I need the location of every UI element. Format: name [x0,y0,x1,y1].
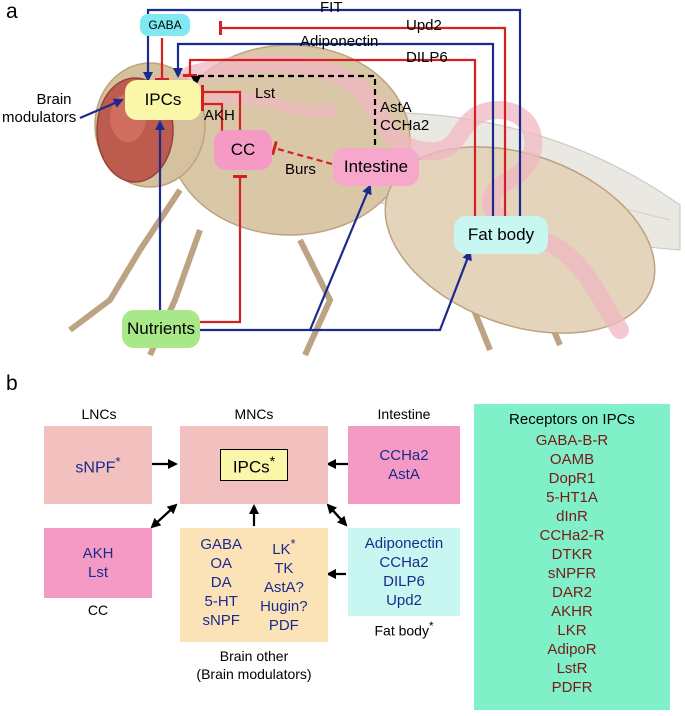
receptor-item: CCHa2-R [539,527,605,544]
fat-body-item: Adiponectin [364,535,444,552]
brain-item: GABA [200,536,243,553]
fat-body-title-wrap: Fat body* [348,620,460,639]
receptors-box: Receptors on IPCs GABA-B-R OAMB DopR1 5-… [474,404,670,710]
receptor-item: LKR [557,622,587,639]
cc-title: CC [87,602,109,618]
brain-item: PDF [268,617,299,634]
mncs-content: IPCs [232,457,270,477]
fat-body-node: Fat body [454,216,548,254]
brain-item: OA [210,555,233,572]
brain-item: TK [274,560,294,577]
lncs-star: * [115,454,121,470]
cc-node: CC [214,130,272,170]
lncs-content: sNPF [75,459,116,477]
burs-label: Burs [285,161,316,178]
panel-b-label: b [6,372,18,395]
brain-item: DA [210,574,232,591]
ccha2-label: CCHa2 [380,117,430,134]
dilp6-label: DILP6 [406,49,448,66]
brain-item: LK [272,541,291,558]
asta-label: AstA [380,99,412,116]
fat-body-item: CCHa2 [379,554,429,571]
intestine-title: Intestine [377,406,431,422]
brain-item: sNPF [202,612,240,629]
mncs-title: MNCs [234,406,274,422]
lncs-box: sNPF* [44,426,152,504]
cc-box: AKH Lst [44,528,152,598]
intestine-box: CCHa2 AstA [348,426,460,504]
gaba-node: GABA [140,14,190,36]
mncs-star: * [269,454,276,471]
receptor-item: DTKR [551,546,593,563]
brain-item: 5-HT [204,593,238,610]
akh-label: AKH [204,107,235,124]
fat-body-star: * [428,620,434,633]
adiponectin-label: Adiponectin [300,33,379,50]
brain-other-subtitle: (Brain modulators) [196,666,312,682]
fat-body-item: Upd2 [386,592,422,609]
cc-item: Lst [87,564,108,581]
panel-a-label: a [6,0,18,23]
receptor-item: dInR [556,508,588,525]
brain-item-star: * [290,537,296,551]
intestine-item: CCHa2 [379,447,429,464]
receptor-item: OAMB [549,451,595,468]
receptor-item: AdipoR [547,641,597,658]
nutrients-node: Nutrients [122,310,200,348]
cc-item: AKH [82,545,114,562]
receptor-item: sNPFR [547,565,597,582]
intestine-item: AstA [388,466,420,483]
upd2-label: Upd2 [406,17,442,34]
brain-modulators-label-2: modulators [2,109,77,126]
brain-item: AstA? [263,579,304,596]
ipcs-node: IPCs [125,80,201,120]
receptor-item: LstR [556,660,588,677]
receptor-item: DopR1 [548,470,596,487]
fat-body-item: DILP6 [383,573,425,590]
brain-other-title: Brain other [219,648,289,664]
receptor-item: 5-HT1A [546,489,598,506]
receptor-item: AKHR [551,603,593,620]
lncs-title: LNCs [81,406,117,422]
receptors-title: Receptors on IPCs [509,411,635,428]
ipcs-inner-box: IPCs* [219,449,289,481]
fat-body-title: Fat body [374,622,429,639]
brain-modulators-label-1: Brain [36,91,72,108]
lst-label: Lst [255,85,276,102]
brain-other-box: GABA OA DA 5-HT sNPF LK* TK AstA? Hugin?… [180,528,328,642]
mncs-box: IPCs* [180,426,328,504]
fat-body-box: Adiponectin CCHa2 DILP6 Upd2 [348,528,460,616]
brain-item: Hugin? [260,598,308,615]
receptor-item: PDFR [551,679,593,696]
fit-label: FIT [320,0,343,16]
receptor-item: GABA-B-R [535,432,609,449]
receptor-item: DAR2 [551,584,592,601]
intestine-node: Intestine [333,148,419,186]
